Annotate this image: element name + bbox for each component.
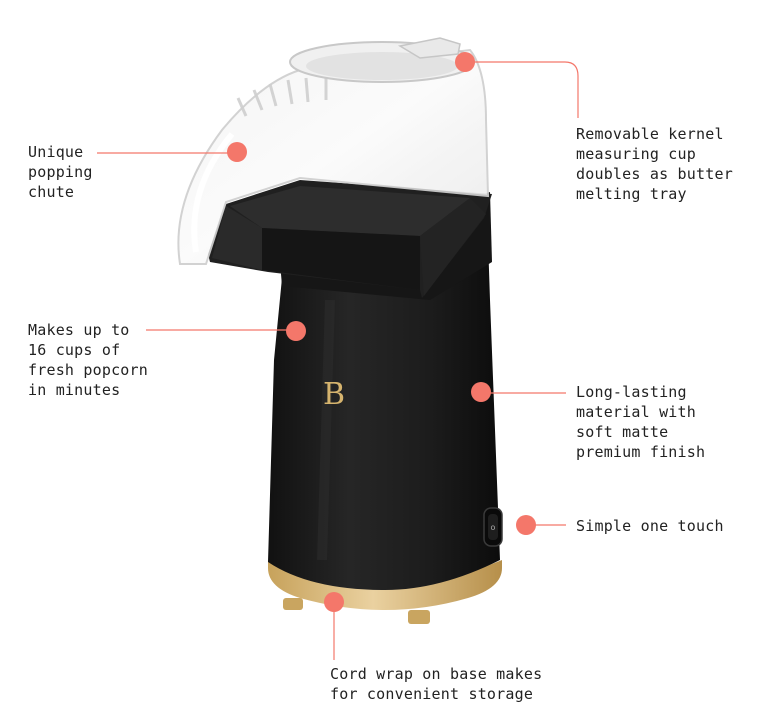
material-marker-dot — [471, 382, 491, 402]
callout-markers — [97, 61, 579, 660]
callout-line: Long-lasting — [576, 383, 687, 401]
cord-marker-dot — [324, 592, 344, 612]
clear-popping-chute — [177, 48, 490, 265]
callout-cord: Cord wrap on base makes for convenient s… — [330, 664, 542, 704]
switch-marker-dot — [516, 515, 536, 535]
kernel-measuring-cup — [289, 37, 475, 83]
measuring-cup-leader-line — [464, 61, 579, 118]
callout-line: soft matte — [576, 423, 669, 441]
callout-line: popping — [28, 163, 93, 181]
chute-marker-dot — [227, 142, 247, 162]
callout-line: fresh popcorn — [28, 361, 148, 379]
callout-line: material with — [576, 403, 696, 421]
callout-line: measuring cup — [576, 145, 696, 163]
callout-line: Simple one touch — [576, 517, 724, 535]
callout-line: in minutes — [28, 381, 121, 399]
callout-line: Removable kernel — [576, 125, 724, 143]
callout-material: Long-lasting material with soft matte pr… — [576, 382, 705, 462]
callout-measuring-cup: Removable kernel measuring cup doubles a… — [576, 124, 733, 204]
callout-switch: Simple one touch — [576, 516, 724, 536]
callout-line: for convenient storage — [330, 685, 534, 703]
callout-capacity: Makes up to 16 cups of fresh popcorn in … — [28, 320, 148, 400]
measuring-cup-marker-dot — [455, 52, 475, 72]
svg-text:o: o — [491, 523, 496, 532]
callout-line: Makes up to — [28, 321, 130, 339]
callout-line: premium finish — [576, 443, 706, 461]
capacity-marker-dot — [286, 321, 306, 341]
callout-line: doubles as butter — [576, 165, 733, 183]
callout-line: 16 cups of — [28, 341, 121, 359]
callout-line: Cord wrap on base makes — [330, 665, 543, 683]
callout-line: melting tray — [576, 185, 687, 203]
callout-chute: Unique popping chute — [28, 142, 93, 202]
callout-line: chute — [28, 183, 75, 201]
brand-logo: B — [323, 377, 345, 412]
callout-line: Unique — [28, 143, 84, 161]
power-switch[interactable]: o — [483, 507, 503, 547]
base-feet — [283, 598, 430, 624]
